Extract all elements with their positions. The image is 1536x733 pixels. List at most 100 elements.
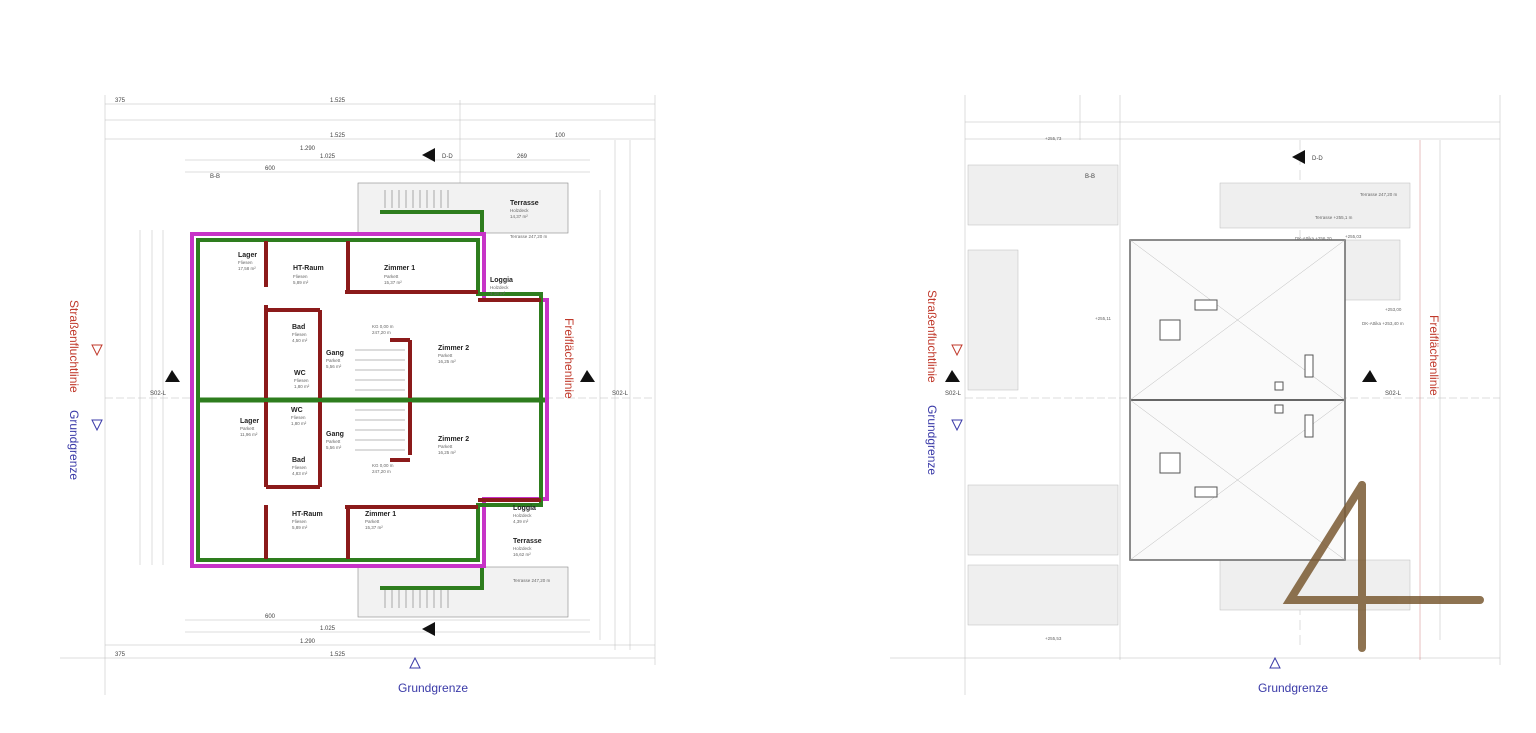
svg-text:Lager: Lager <box>238 252 257 259</box>
svg-text:B-B: B-B <box>1085 174 1095 180</box>
svg-text:Parkett: Parkett <box>326 439 341 444</box>
svg-text:600: 600 <box>265 614 276 620</box>
svg-text:14,37 m²: 14,37 m² <box>510 214 528 219</box>
svg-text:Parkett: Parkett <box>438 353 453 358</box>
svg-text:4,50 m²: 4,50 m² <box>292 338 308 343</box>
svg-text:Fliesen: Fliesen <box>292 332 307 337</box>
svg-text:375: 375 <box>115 652 126 658</box>
svg-text:Parkett: Parkett <box>438 444 453 449</box>
svg-text:5,89 m²: 5,89 m² <box>293 280 309 285</box>
svg-text:S02-L: S02-L <box>1385 391 1402 397</box>
svg-text:DK-Attika +253,40 m: DK-Attika +253,40 m <box>1362 321 1404 326</box>
svg-text:Gang: Gang <box>326 350 344 357</box>
street-line-label-right: Straßenfluchtlinie <box>925 290 939 383</box>
svg-text:Bad: Bad <box>292 457 305 464</box>
svg-text:S02-L: S02-L <box>612 391 629 397</box>
svg-text:+253,00: +253,00 <box>1385 307 1402 312</box>
property-line-label: Grundgrenze <box>67 410 81 480</box>
svg-text:Terrasse 247,20 m: Terrasse 247,20 m <box>513 578 551 583</box>
svg-text:247,20 m: 247,20 m <box>372 330 391 335</box>
svg-text:Terrasse 247,20 m: Terrasse 247,20 m <box>1360 192 1398 197</box>
svg-text:Terrasse 247,20 m: Terrasse 247,20 m <box>510 234 548 239</box>
skylights <box>1159 299 1314 498</box>
svg-text:Fliesen: Fliesen <box>292 519 307 524</box>
svg-text:WC: WC <box>294 370 306 377</box>
svg-text:5,89 m²: 5,89 m² <box>292 525 308 530</box>
svg-text:HT-Raum: HT-Raum <box>292 511 323 518</box>
svg-text:S02-L: S02-L <box>150 391 167 397</box>
svg-text:1.525: 1.525 <box>330 133 346 139</box>
svg-text:Fliesen: Fliesen <box>291 415 306 420</box>
svg-text:Terrasse: Terrasse <box>513 538 542 545</box>
svg-text:1,80 m²: 1,80 m² <box>291 421 307 426</box>
level-markers: Terrasse 247,20 m Terrasse +255,1 m +255… <box>1045 136 1404 641</box>
svg-text:Parkett: Parkett <box>326 358 341 363</box>
svg-text:Holzdeck: Holzdeck <box>510 208 529 213</box>
hatched-areas <box>967 164 1411 626</box>
svg-text:1.290: 1.290 <box>300 639 316 645</box>
interior-stairs <box>355 349 405 451</box>
svg-text:Holzdeck: Holzdeck <box>513 513 532 518</box>
svg-text:269: 269 <box>517 154 528 160</box>
svg-text:+255,53: +255,53 <box>1045 636 1062 641</box>
svg-text:Zimmer 2: Zimmer 2 <box>438 436 469 443</box>
svg-text:5,56 m²: 5,56 m² <box>326 445 342 450</box>
svg-text:1.025: 1.025 <box>320 626 336 632</box>
svg-text:Loggia: Loggia <box>513 505 536 512</box>
svg-text:11,96 m²: 11,96 m² <box>240 432 258 437</box>
svg-text:Fliesen: Fliesen <box>293 274 308 279</box>
svg-text:Terrasse +255,1 m: Terrasse +255,1 m <box>1315 215 1353 220</box>
svg-text:Zimmer 2: Zimmer 2 <box>438 345 469 352</box>
svg-text:247,20 m: 247,20 m <box>372 469 391 474</box>
svg-text:+255,11: +255,11 <box>1095 316 1112 321</box>
sheet-number-mark <box>1282 481 1484 652</box>
svg-text:Holzdeck: Holzdeck <box>513 546 532 551</box>
svg-text:+255,03: +255,03 <box>1345 234 1362 239</box>
terrace-top <box>357 182 569 234</box>
top-dimension-labels: 375 1.525 1.525 1.290 1.025 600 269 100 … <box>115 98 566 658</box>
svg-text:Lager: Lager <box>240 418 259 425</box>
svg-text:5,56 m²: 5,56 m² <box>326 364 342 369</box>
svg-text:16,62 m²: 16,62 m² <box>513 552 531 557</box>
svg-text:Loggia: Loggia <box>490 277 513 284</box>
svg-text:15,37 m²: 15,37 m² <box>365 525 383 530</box>
svg-text:4,83 m²: 4,83 m² <box>292 471 308 476</box>
svg-text:1.290: 1.290 <box>300 146 316 152</box>
svg-text:1.025: 1.025 <box>320 154 336 160</box>
svg-text:375: 375 <box>115 98 126 104</box>
svg-text:Parkett: Parkett <box>240 426 255 431</box>
svg-text:KG 0,00 m: KG 0,00 m <box>372 324 394 329</box>
svg-text:D-D: D-D <box>1312 156 1323 162</box>
section-markers: D-D B-B S02-L S02-L <box>91 148 629 669</box>
svg-text:Fliesen: Fliesen <box>238 260 253 265</box>
svg-text:15,37 m²: 15,37 m² <box>384 280 402 285</box>
open-space-line-label-right: Freiflächenlinie <box>1427 315 1441 396</box>
svg-text:17,58 m²: 17,58 m² <box>238 266 256 271</box>
svg-text:4,18 m²: 4,18 m² <box>490 291 506 296</box>
svg-text:16,25 m²: 16,25 m² <box>438 359 456 364</box>
insulation-line <box>196 238 543 562</box>
svg-text:16,25 m²: 16,25 m² <box>438 450 456 455</box>
right-roof-plan: Terrasse 247,20 m Terrasse +255,1 m +255… <box>890 95 1501 695</box>
svg-text:WC: WC <box>291 407 303 414</box>
svg-text:S02-L: S02-L <box>945 391 962 397</box>
terrace-bottom <box>357 566 569 618</box>
svg-text:Zimmer 1: Zimmer 1 <box>365 511 396 518</box>
svg-text:Parkett: Parkett <box>365 519 380 524</box>
property-line-bottom-label: Grundgrenze <box>398 681 468 695</box>
bottom-unit-rooms: Lager Parkett 11,96 m² WC Fliesen 1,80 m… <box>240 407 551 583</box>
svg-text:1.525: 1.525 <box>330 98 346 104</box>
open-space-line-label: Freiflächenlinie <box>562 318 576 399</box>
property-line-label-right: Grundgrenze <box>925 405 939 475</box>
svg-text:KG 0,00 m: KG 0,00 m <box>372 463 394 468</box>
svg-text:600: 600 <box>265 166 276 172</box>
svg-text:B-B: B-B <box>210 174 220 180</box>
left-floor-plan: 375 1.525 1.525 1.290 1.025 600 269 100 … <box>60 95 656 695</box>
terrace-parapet <box>380 210 484 590</box>
svg-text:+255,73: +255,73 <box>1045 136 1062 141</box>
svg-text:Bad: Bad <box>292 324 305 331</box>
street-line-label: Straßenfluchtlinie <box>67 300 81 393</box>
svg-text:Zimmer 1: Zimmer 1 <box>384 265 415 272</box>
svg-text:D-D: D-D <box>442 154 453 160</box>
